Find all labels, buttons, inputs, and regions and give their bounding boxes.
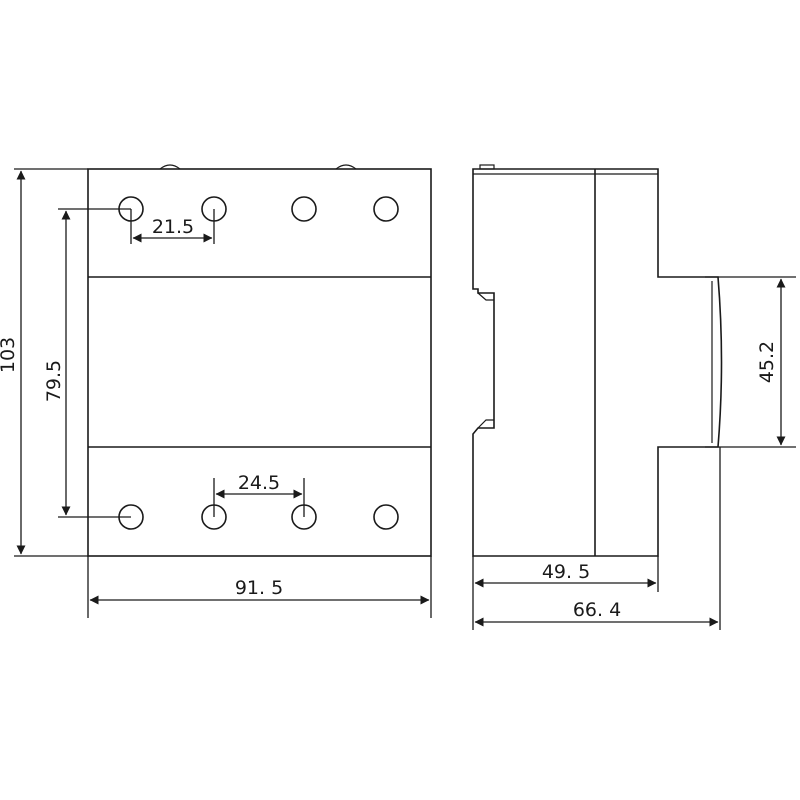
dimension-body-depth: 49. 5 xyxy=(472,556,659,630)
front-view xyxy=(87,164,432,557)
terminal-hole-bottom-4 xyxy=(373,504,399,530)
side-body-outline xyxy=(472,168,723,557)
dim-label-bottom-pitch: 24.5 xyxy=(238,472,280,494)
terminal-hole-top-4 xyxy=(373,196,399,222)
dimension-total-depth: 66. 4 xyxy=(474,447,721,630)
dim-label-front-width: 91. 5 xyxy=(235,577,283,599)
dim-label-height-total: 103 xyxy=(0,337,19,373)
side-rail-clip-bottom xyxy=(477,419,494,429)
front-top-nub-right xyxy=(335,164,357,170)
front-top-nub-left xyxy=(159,164,181,170)
dimension-bottom-pitch: 24.5 xyxy=(213,472,305,517)
dimension-rail-height: 45.2 xyxy=(705,276,796,448)
terminal-hole-top-3 xyxy=(291,196,317,222)
side-view xyxy=(472,164,723,557)
side-top-cap xyxy=(479,164,495,170)
dimension-mount-height: 79.5 xyxy=(43,208,131,518)
dimension-top-pitch: 21.5 xyxy=(130,209,215,244)
front-body-outline xyxy=(87,168,432,557)
dim-label-mount-height: 79.5 xyxy=(43,360,65,402)
dimension-height-total: 103 xyxy=(0,168,88,557)
dim-label-rail-height: 45.2 xyxy=(756,341,778,383)
side-rail-clip-top xyxy=(477,292,494,301)
dim-label-body-depth: 49. 5 xyxy=(542,561,590,583)
dimension-front-width: 91. 5 xyxy=(87,556,432,618)
dim-label-top-pitch: 21.5 xyxy=(152,216,194,238)
dim-label-total-depth: 66. 4 xyxy=(573,599,621,621)
